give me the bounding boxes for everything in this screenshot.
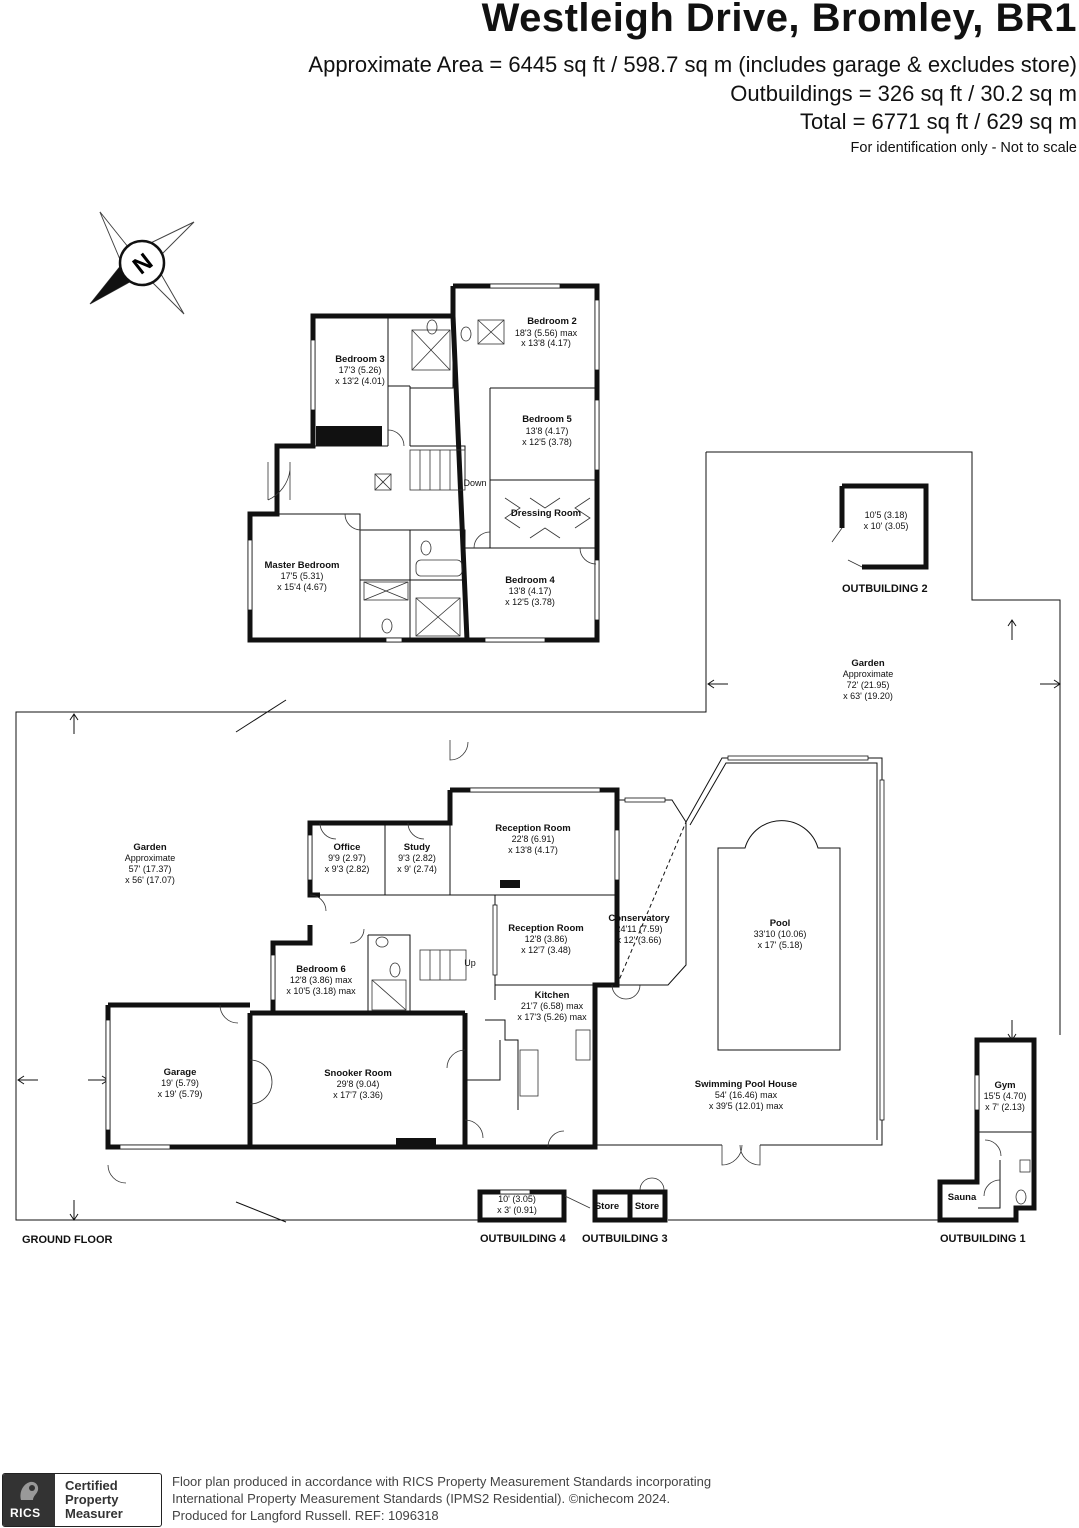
- dressing-room-name: Dressing Room: [511, 508, 581, 519]
- garden-west-dim2: x 56' (17.07): [125, 875, 175, 885]
- badge-line-3: Measurer: [65, 1506, 123, 1521]
- outbuilding-2-dim1: 10'5 (3.18): [865, 510, 908, 520]
- ground-floor-plan: [105, 740, 1037, 1223]
- outbuilding-3-label: OUTBUILDING 3: [582, 1233, 668, 1245]
- gym-name: Gym: [994, 1080, 1015, 1091]
- sauna-name: Sauna: [948, 1192, 977, 1203]
- approximate-area: Approximate Area = 6445 sq ft / 598.7 sq…: [308, 52, 1077, 77]
- bedroom-3-dim2: x 13'2 (4.01): [335, 376, 385, 386]
- garden-east-approx: Approximate: [843, 669, 894, 679]
- reception-room-2-dim2: x 12'7 (3.48): [521, 945, 571, 955]
- office-dim2: x 9'3 (2.82): [325, 864, 370, 874]
- master-bedroom-name: Master Bedroom: [265, 560, 340, 571]
- garden-west-approx: Approximate: [125, 853, 176, 863]
- garage-name: Garage: [164, 1067, 197, 1078]
- bedroom-6-dim1: 12'8 (3.86) max: [290, 975, 353, 985]
- garage-dim2: x 19' (5.79): [158, 1089, 203, 1099]
- outbuilding-4-dim1: 10' (3.05): [498, 1194, 536, 1204]
- first-floor-plan: [247, 283, 600, 643]
- pool-dim1: 33'10 (10.06): [754, 929, 807, 939]
- bedroom-3-name: Bedroom 3: [335, 354, 385, 365]
- outbuilding-2-dim2: x 10' (3.05): [864, 521, 909, 531]
- bedroom-4-dim2: x 12'5 (3.78): [505, 597, 555, 607]
- pool-name: Pool: [770, 918, 791, 929]
- garden-east-dim1: 72' (21.95): [847, 680, 890, 690]
- footer-line-3: Produced for Langford Russell. REF: 1096…: [172, 1508, 439, 1523]
- disclaimer: For identification only - Not to scale: [850, 140, 1077, 156]
- reception-room-1-name: Reception Room: [495, 823, 570, 834]
- master-bedroom-dim2: x 15'4 (4.67): [277, 582, 327, 592]
- snooker-room-dim1: 29'8 (9.04): [337, 1079, 380, 1089]
- footer-line-2: International Property Measurement Stand…: [172, 1491, 671, 1506]
- outbuilding-2: [831, 483, 929, 570]
- store-2-name: Store: [635, 1201, 659, 1212]
- swimming-pool-house-dim1: 54' (16.46) max: [715, 1090, 778, 1100]
- rics-logo-text: RICS: [10, 1506, 41, 1520]
- outbuilding-4-label: OUTBUILDING 4: [480, 1233, 566, 1245]
- master-bedroom-dim1: 17'5 (5.31): [281, 571, 324, 581]
- rics-certified-badge: RICS Certified Property Measurer: [2, 1473, 162, 1527]
- outbuilding-1-label: OUTBUILDING 1: [940, 1233, 1026, 1245]
- outbuilding-4-dim2: x 3' (0.91): [497, 1205, 537, 1215]
- bedroom-5-dim2: x 12'5 (3.78): [522, 437, 572, 447]
- bedroom-4-name: Bedroom 4: [505, 575, 555, 586]
- reception-room-1-dim2: x 13'8 (4.17): [508, 845, 558, 855]
- office-dim1: 9'9 (2.97): [328, 853, 366, 863]
- study-dim1: 9'3 (2.82): [398, 853, 436, 863]
- store-1-name: Store: [595, 1201, 619, 1212]
- garage-dim1: 19' (5.79): [161, 1078, 199, 1088]
- kitchen-dim2: x 17'3 (5.26) max: [517, 1012, 587, 1022]
- reception-room-1-dim1: 22'8 (6.91): [512, 834, 555, 844]
- ground-floor-label: GROUND FLOOR: [22, 1234, 112, 1246]
- reception-room-2-name: Reception Room: [508, 923, 583, 934]
- outbuilding-2-label: OUTBUILDING 2: [842, 583, 928, 595]
- bedroom-5-name: Bedroom 5: [522, 414, 572, 425]
- gym-dim1: 15'5 (4.70): [984, 1091, 1027, 1101]
- bedroom-3-dim1: 17'3 (5.26): [339, 365, 382, 375]
- rics-logo: RICS: [3, 1474, 55, 1526]
- bedroom-6-name: Bedroom 6: [296, 964, 346, 975]
- bedroom-5-dim1: 13'8 (4.17): [526, 426, 569, 436]
- study-dim2: x 9' (2.74): [397, 864, 437, 874]
- pool-dim2: x 17' (5.18): [758, 940, 803, 950]
- garden-west-dim1: 57' (17.37): [129, 864, 172, 874]
- conservatory-dim2: x 12' (3.66): [617, 935, 662, 945]
- compass-rose-icon: N: [89, 211, 195, 315]
- garden-east-dim2: x 63' (19.20): [843, 691, 893, 701]
- conservatory-dim1: 24'11 (7.59): [615, 924, 662, 934]
- swimming-pool-house-name: Swimming Pool House: [695, 1079, 797, 1090]
- badge-line-1: Certified: [65, 1478, 118, 1493]
- total-area: Total = 6771 sq ft / 629 sq m: [800, 109, 1077, 134]
- floor-plan: N: [15, 211, 1061, 1246]
- bedroom-2-dim2: x 13'8 (4.17): [521, 338, 571, 348]
- swimming-pool-house-dim2: x 39'5 (12.01) max: [709, 1101, 784, 1111]
- office-name: Office: [334, 842, 361, 853]
- bedroom-2-dim1: 18'3 (5.56) max: [515, 328, 578, 338]
- kitchen-dim1: 21'7 (6.58) max: [521, 1001, 584, 1011]
- footer-line-1: Floor plan produced in accordance with R…: [172, 1474, 712, 1489]
- snooker-room-dim2: x 17'7 (3.36): [333, 1090, 383, 1100]
- bedroom-2-name: Bedroom 2: [527, 316, 577, 327]
- stair-down-label: Down: [463, 478, 486, 488]
- bedroom-4-dim1: 13'8 (4.17): [509, 586, 552, 596]
- badge-line-2: Property: [65, 1492, 119, 1507]
- snooker-room-name: Snooker Room: [324, 1068, 392, 1079]
- footer: RICS Certified Property Measurer Floor p…: [0, 1470, 1079, 1528]
- conservatory-name: Conservatory: [608, 913, 670, 924]
- gym-dim2: x 7' (2.13): [985, 1102, 1025, 1112]
- page-title: Westleigh Drive, Bromley, BR1: [481, 0, 1077, 40]
- outbuildings-area: Outbuildings = 326 sq ft / 30.2 sq m: [730, 81, 1077, 106]
- garden-east-name: Garden: [851, 658, 884, 669]
- stair-up-label: Up: [464, 958, 476, 968]
- garden-west-name: Garden: [133, 842, 166, 853]
- reception-room-2-dim1: 12'8 (3.86): [525, 934, 568, 944]
- bedroom-6-dim2: x 10'5 (3.18) max: [286, 986, 356, 996]
- study-name: Study: [404, 842, 431, 853]
- kitchen-name: Kitchen: [535, 990, 570, 1001]
- rics-lion-icon: [20, 1481, 39, 1500]
